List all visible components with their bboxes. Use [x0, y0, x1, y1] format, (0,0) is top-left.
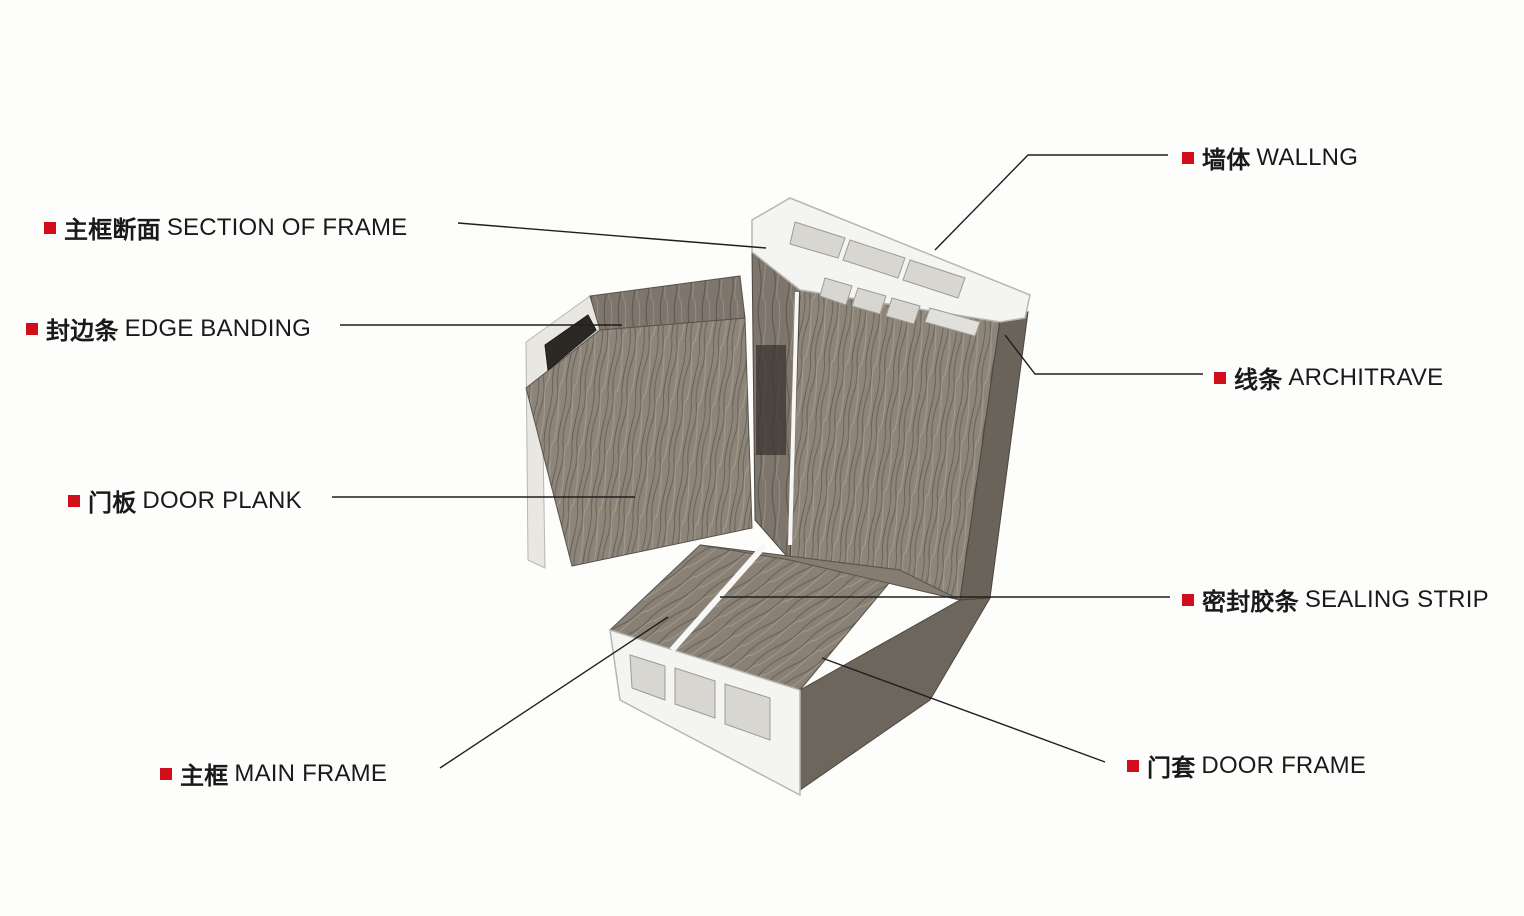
label-zh: 主框 — [180, 762, 229, 790]
leader-section-of-frame — [457, 222, 767, 249]
door-frame-model — [525, 197, 1031, 797]
bottom-section-cell — [724, 683, 771, 741]
label-zh: 线条 — [1234, 366, 1283, 394]
bottom-section-cell — [629, 654, 666, 701]
door-plank-top-edge — [589, 275, 746, 331]
red-bullet-icon — [68, 494, 80, 507]
label-zh: 主框断面 — [64, 216, 161, 244]
red-bullet-icon — [1214, 371, 1226, 384]
label-en: ARCHITRAVE — [1288, 363, 1444, 391]
bottom-section-cell — [674, 667, 716, 719]
label-architrave: 线条 ARCHITRAVE — [1214, 360, 1443, 395]
door-plank-front — [525, 317, 753, 567]
top-section-cell — [789, 221, 846, 259]
red-bullet-icon — [160, 767, 172, 780]
label-en: DOOR FRAME — [1201, 751, 1367, 779]
leader-walling — [934, 154, 1168, 251]
label-sealing-strip: 密封胶条 SEALING STRIP — [1182, 582, 1489, 617]
top-section-cell — [842, 239, 906, 279]
label-main-frame: 主框 MAIN FRAME — [160, 756, 387, 791]
leader-architrave — [1004, 334, 1203, 375]
label-en: SECTION OF FRAME — [166, 213, 408, 241]
label-section-of-frame: 主框断面 SECTION OF FRAME — [44, 210, 407, 245]
top-section-cell — [851, 287, 887, 315]
hinge — [756, 345, 786, 455]
label-zh: 门板 — [88, 489, 137, 517]
red-bullet-icon — [1182, 151, 1194, 164]
label-en: EDGE BANDING — [124, 314, 312, 342]
leader-lines — [332, 154, 1203, 769]
label-en: WALLNG — [1256, 143, 1359, 171]
red-bullet-icon — [1127, 759, 1139, 772]
label-en: MAIN FRAME — [234, 759, 388, 787]
label-door-frame: 门套 DOOR FRAME — [1127, 748, 1366, 783]
red-bullet-icon — [44, 221, 56, 234]
sealing-strip-line — [669, 543, 768, 652]
top-section-cell — [924, 307, 981, 337]
top-section-cell — [885, 297, 921, 325]
label-zh: 封边条 — [46, 317, 119, 345]
top-section-cell — [819, 277, 853, 306]
red-bullet-icon — [26, 322, 38, 335]
sealing-strip-vertical — [788, 291, 799, 546]
label-en: SEALING STRIP — [1304, 585, 1489, 613]
label-zh: 密封胶条 — [1202, 588, 1299, 616]
label-walling: 墙体 WALLNG — [1182, 140, 1358, 175]
top-section-cell — [902, 259, 966, 299]
label-en: DOOR PLANK — [142, 486, 302, 514]
label-zh: 墙体 — [1202, 146, 1251, 174]
label-edge-banding: 封边条 EDGE BANDING — [26, 311, 311, 346]
leader-main-frame — [439, 616, 669, 769]
label-zh: 门套 — [1147, 754, 1196, 782]
red-bullet-icon — [1182, 593, 1194, 606]
label-door-plank: 门板 DOOR PLANK — [68, 483, 302, 518]
leader-door-frame — [821, 657, 1106, 763]
